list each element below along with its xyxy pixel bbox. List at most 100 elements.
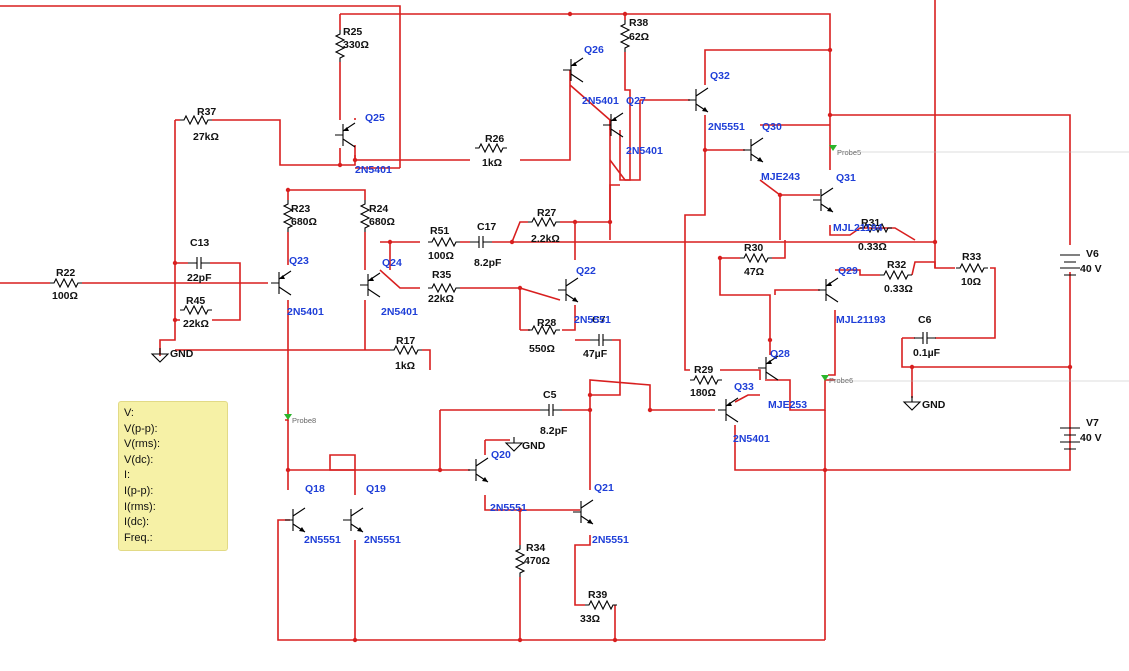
resistor-r28[interactable]: R28 550Ω xyxy=(527,317,561,355)
q19-model: 2N5551 xyxy=(364,534,401,546)
transistor-q19[interactable]: Q19 2N5551 xyxy=(342,483,401,546)
resistor-r24[interactable]: R24 680Ω xyxy=(360,199,395,233)
r24-ref: R24 xyxy=(369,203,388,215)
r33-value: 10Ω xyxy=(961,276,981,288)
transistor-q29[interactable]: Q29 MJL21193 xyxy=(817,265,886,326)
q31-model: MJL21194 xyxy=(833,222,883,234)
source-v6[interactable]: V6 40 V xyxy=(1060,248,1102,276)
probe-row-idc: I(dc): xyxy=(124,516,150,529)
probe-readout-box[interactable]: V: V(p-p): V(rms): V(dc): I: I(p-p): I(r… xyxy=(118,401,228,551)
q27-model: 2N5401 xyxy=(626,145,663,157)
capacitor-c13[interactable]: C13 22pF xyxy=(187,237,212,284)
resistor-r39[interactable]: R39 33Ω xyxy=(580,589,618,625)
transistor-q33[interactable]: Q33 2N5401 xyxy=(717,381,770,445)
r37-value: 27kΩ xyxy=(193,131,219,143)
r25-value: 330Ω xyxy=(343,39,369,51)
c17-ref: C17 xyxy=(477,221,496,233)
q26-ref: Q26 xyxy=(584,44,604,56)
r17-ref: R17 xyxy=(396,335,415,347)
q21-model: 2N5551 xyxy=(592,534,629,546)
resistor-r27[interactable]: R27 2.2kΩ xyxy=(527,207,561,245)
r37-ref: R37 xyxy=(197,106,216,118)
resistor-r51[interactable]: R51 100Ω xyxy=(427,225,461,262)
resistor-r32[interactable]: R32 0.33Ω xyxy=(879,259,913,295)
q27-ref: Q27 xyxy=(626,95,646,107)
resistor-r31[interactable]: R31 0.33Ω xyxy=(858,217,893,253)
transistor-q21[interactable]: Q21 2N5551 xyxy=(572,482,629,546)
q18-model: 2N5551 xyxy=(304,534,341,546)
q23-ref: Q23 xyxy=(289,255,309,267)
c5-ref: C5 xyxy=(543,389,557,401)
resistor-r25[interactable]: R25 330Ω xyxy=(335,26,369,63)
q23-model: 2N5401 xyxy=(287,306,324,318)
transistor-q30[interactable]: Q30 MJE243 xyxy=(742,121,800,183)
r33-ref: R33 xyxy=(962,251,981,263)
q19-ref: Q19 xyxy=(366,483,386,495)
transistor-q28[interactable]: Q28 MJE253 xyxy=(757,348,807,411)
ground-left: GND xyxy=(151,347,194,363)
transistor-q24[interactable]: Q24 2N5401 xyxy=(359,257,418,318)
q29-ref: Q29 xyxy=(838,265,858,277)
resistor-r17[interactable]: R17 1kΩ xyxy=(389,335,423,372)
q30-ref: Q30 xyxy=(762,121,782,133)
r27-ref: R27 xyxy=(537,207,556,219)
resistor-r22[interactable]: R22 100Ω xyxy=(49,267,83,302)
resistor-r37[interactable]: R37 27kΩ xyxy=(179,106,219,143)
resistor-r29[interactable]: R29 180Ω xyxy=(689,364,723,399)
q20-ref: Q20 xyxy=(491,449,511,461)
transistor-q20[interactable]: Q20 2N5551 xyxy=(467,449,527,514)
r31-value: 0.33Ω xyxy=(858,241,887,253)
resistor-r34[interactable]: R34 470Ω xyxy=(515,542,550,578)
capacitor-c17[interactable]: C17 8.2pF xyxy=(469,221,502,269)
source-v7[interactable]: V7 40 V xyxy=(1060,417,1102,450)
resistor-r45[interactable]: R45 22kΩ xyxy=(179,295,213,330)
resistor-r26[interactable]: R26 1kΩ xyxy=(474,133,508,169)
probe-row-freq: Freq.: xyxy=(124,531,153,544)
c17-value: 8.2pF xyxy=(474,257,502,269)
transistor-q23[interactable]: Q23 2N5401 xyxy=(270,255,324,318)
capacitor-c5[interactable]: C5 8.2pF xyxy=(539,389,568,437)
gnd-label-left: GND xyxy=(170,348,194,360)
q30-model: MJE243 xyxy=(761,171,800,183)
c13-value: 22pF xyxy=(187,272,212,284)
ground-q20: GND xyxy=(505,436,546,452)
resistor-r38[interactable]: R38 62Ω xyxy=(620,17,649,53)
transistor-q27[interactable]: Q27 2N5401 xyxy=(602,95,663,157)
resistor-r33[interactable]: R33 10Ω xyxy=(955,251,989,288)
q29-model: MJL21193 xyxy=(836,314,886,326)
transistor-q22[interactable]: Q22 2N5551 xyxy=(557,265,611,326)
r24-value: 680Ω xyxy=(369,216,395,228)
transistor-q18[interactable]: Q18 2N5551 xyxy=(284,483,341,546)
capacitor-c6[interactable]: C6 0.1µF xyxy=(913,314,941,359)
q24-model: 2N5401 xyxy=(381,306,418,318)
q24-ref: Q24 xyxy=(382,257,402,269)
r32-value: 0.33Ω xyxy=(884,283,913,295)
q26-model: 2N5401 xyxy=(582,95,619,107)
c6-value: 0.1µF xyxy=(913,347,941,359)
wires xyxy=(0,0,1071,641)
probe5-label: Probe5 xyxy=(837,148,861,157)
probe-marker-5[interactable]: Probe5 xyxy=(829,145,861,157)
probe-row-vpp: V(p-p): xyxy=(124,422,158,435)
resistor-r23[interactable]: R23 680Ω xyxy=(283,199,317,233)
probe-marker-8[interactable]: Probe8 xyxy=(284,414,316,425)
r29-ref: R29 xyxy=(694,364,713,376)
capacitor-c7[interactable]: C7 47µF xyxy=(583,314,613,360)
r31-ref: R31 xyxy=(861,217,880,229)
r28-value: 550Ω xyxy=(529,343,555,355)
q25-ref: Q25 xyxy=(365,112,385,124)
probe-row-i: I: xyxy=(124,469,131,482)
transistor-q31[interactable]: Q31 MJL21194 xyxy=(812,172,883,234)
probe-marker-6[interactable]: Probe6 xyxy=(821,375,853,385)
transistor-q26[interactable]: Q26 2N5401 xyxy=(562,44,619,107)
transistor-q25[interactable]: Q25 2N5401 xyxy=(334,112,392,176)
probe-row-v: V: xyxy=(124,407,134,419)
resistor-r35[interactable]: R35 22kΩ xyxy=(427,269,461,305)
r17-value: 1kΩ xyxy=(395,360,415,372)
v6-ref: V6 xyxy=(1086,248,1099,260)
r35-ref: R35 xyxy=(432,269,451,281)
resistor-r30[interactable]: R30 47Ω xyxy=(739,242,773,278)
c7-ref: C7 xyxy=(592,314,606,326)
transistor-q32[interactable]: Q32 2N5551 xyxy=(687,70,745,133)
